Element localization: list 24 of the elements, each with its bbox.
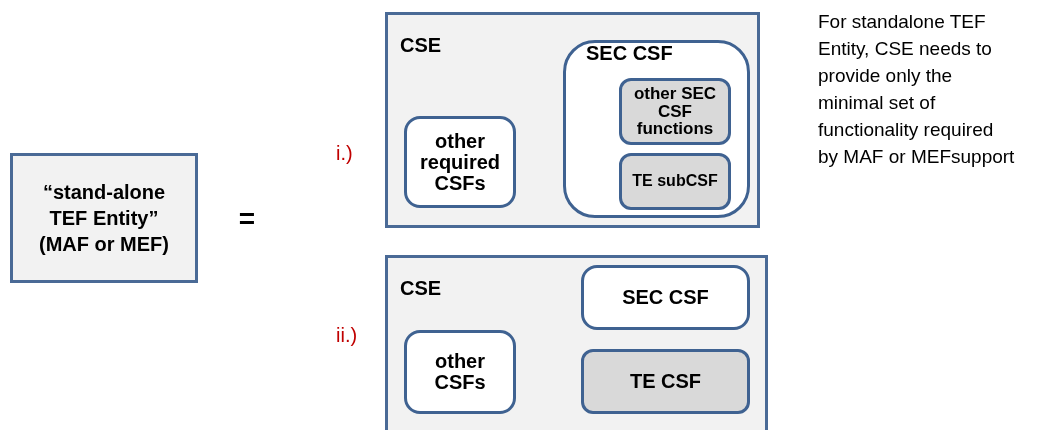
case-label: ii.)	[336, 323, 359, 348]
node-text: SEC CSF	[586, 43, 673, 64]
note-text: For standalone TEF Entity, CSE needs to provide only the minimal set of functionality required by MAF or MEFsupport	[818, 10, 1016, 169]
rounded-box	[619, 78, 731, 145]
rounded-box	[619, 153, 731, 210]
node-text: other SEC CSF functions	[632, 84, 718, 139]
rounded-container	[563, 40, 750, 218]
node-text: other CSFs	[433, 351, 487, 393]
container-box	[385, 12, 760, 228]
rounded-box	[404, 116, 516, 208]
entity-box	[10, 153, 198, 283]
rounded-box	[581, 265, 750, 330]
node-text: CSE	[400, 35, 442, 56]
node-text: TE subCSF	[632, 173, 718, 190]
node-text: “stand-alone TEF Entity” (MAF or MEF)	[38, 180, 170, 257]
equals-sign: =	[237, 202, 257, 236]
rounded-box	[404, 330, 516, 414]
node-text: other required CSFs	[419, 130, 501, 194]
node-text: CSE	[400, 278, 442, 299]
container-box	[385, 255, 768, 430]
node-text: TE CSF	[629, 371, 702, 392]
node-text: SEC CSF	[622, 287, 709, 308]
case-label: i.)	[336, 141, 354, 166]
rounded-box	[581, 349, 750, 414]
